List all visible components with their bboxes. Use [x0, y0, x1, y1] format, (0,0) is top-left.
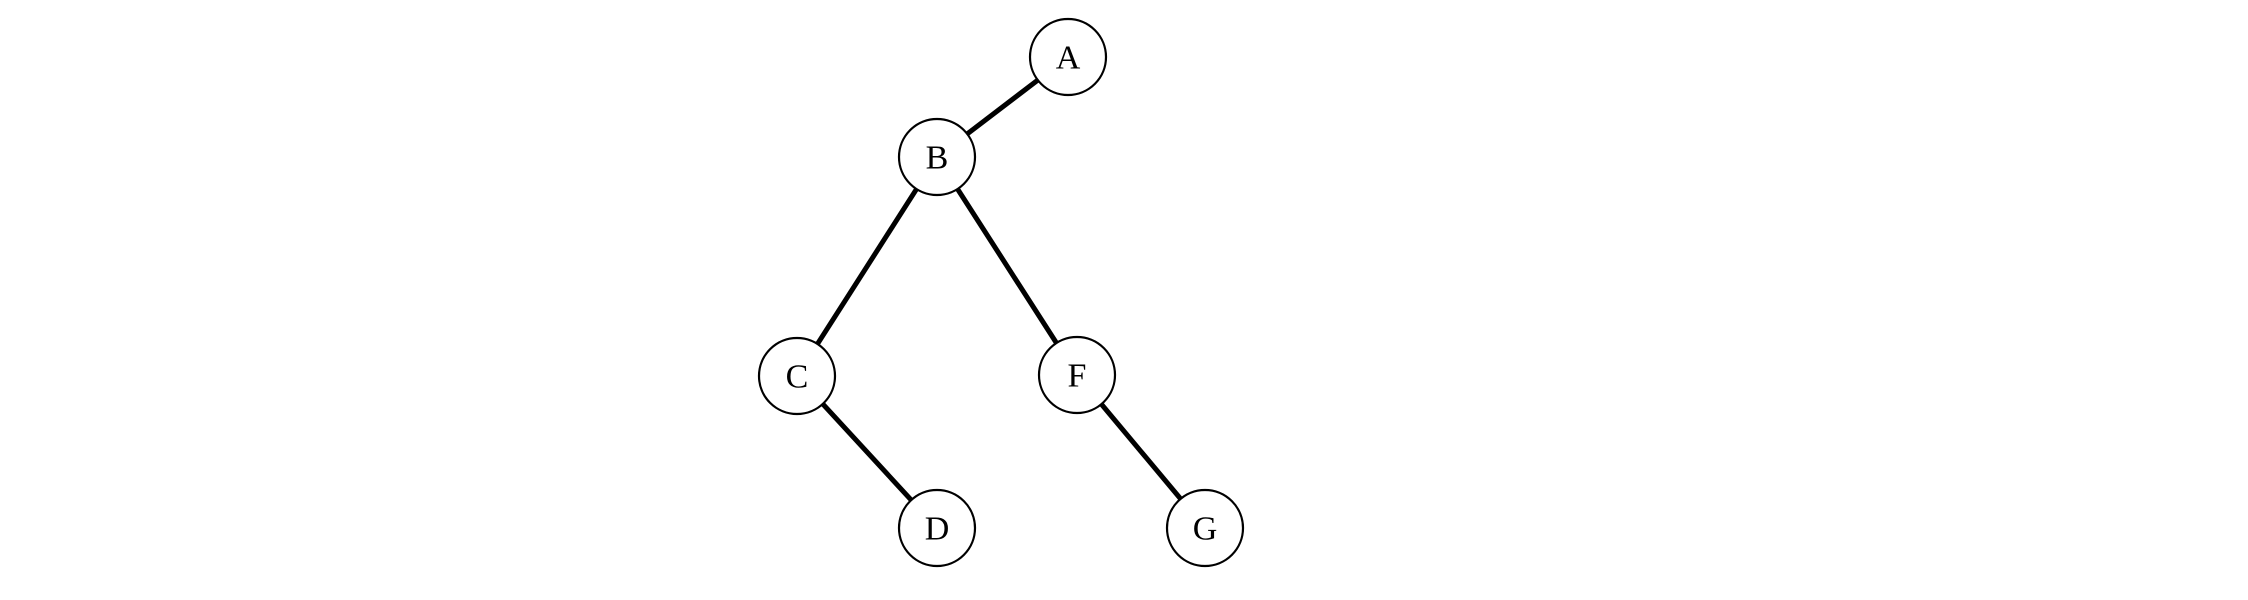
tree-node-g[interactable]: G	[1165, 488, 1245, 568]
tree-edge-b-f	[954, 186, 1060, 346]
tree-node-d[interactable]: D	[897, 488, 977, 568]
node-circle-c[interactable]	[757, 336, 837, 416]
tree-node-b[interactable]: B	[897, 117, 977, 197]
node-circle-g[interactable]	[1165, 488, 1245, 568]
node-label-c: C	[786, 359, 809, 396]
node-circle-b[interactable]	[897, 117, 977, 197]
node-label-d: D	[925, 511, 950, 548]
node-label-b: B	[926, 140, 949, 177]
node-label-a: A	[1056, 40, 1081, 77]
tree-node-a[interactable]: A	[1028, 17, 1108, 97]
tree-edge-c-d	[820, 401, 914, 503]
tree-edge-a-b	[964, 77, 1041, 137]
node-circle-d[interactable]	[897, 488, 977, 568]
tree-node-c[interactable]: C	[757, 336, 837, 416]
node-label-g: G	[1193, 511, 1218, 548]
tree-node-f[interactable]: F	[1037, 335, 1117, 415]
node-circle-f[interactable]	[1037, 335, 1117, 415]
nodes-layer: A B C F D G	[757, 17, 1245, 568]
node-label-f: F	[1068, 358, 1087, 395]
edges-layer	[814, 77, 1184, 503]
node-circle-a[interactable]	[1028, 17, 1108, 97]
tree-edge-b-c	[814, 186, 920, 347]
tree-edge-f-g	[1098, 401, 1184, 502]
